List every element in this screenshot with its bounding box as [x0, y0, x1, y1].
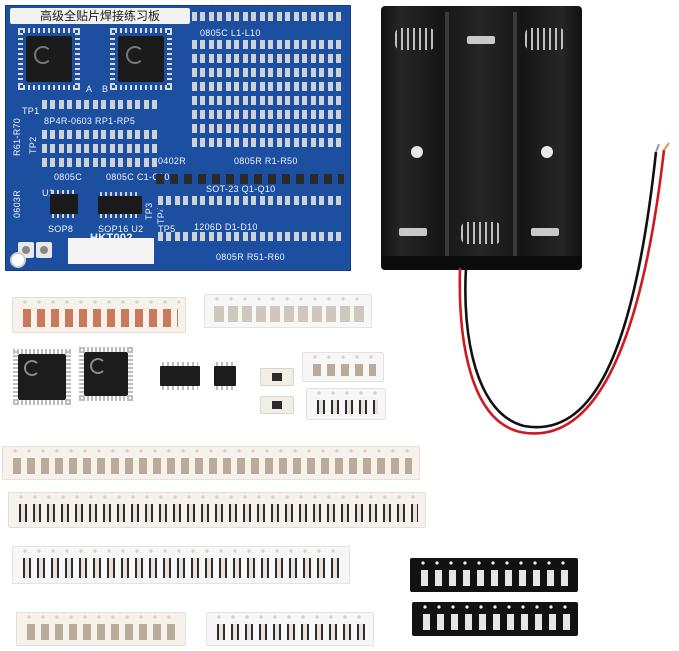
- soic-chip-sop16: [98, 192, 142, 218]
- qfp-chip-loose-2: [79, 347, 133, 401]
- wire-tip-black: [655, 143, 660, 153]
- test-point-pad-2: [36, 242, 52, 258]
- pcb-label-sop16: SOP16 U2: [98, 224, 144, 234]
- tape-0603-resistors: [12, 546, 350, 584]
- pcb-title: 高级全贴片焊接练习板: [10, 8, 190, 24]
- smd-practice-pcb: 高级全贴片焊接练习板 A B 0805C L1-L10 8P4R-0603 RP…: [5, 5, 351, 271]
- diode-row-0805r: [156, 174, 344, 184]
- pcb-label-tp2: TP2: [28, 136, 38, 154]
- pad-row-sot23: [158, 196, 344, 210]
- tape-black-1206-diodes: [410, 558, 578, 592]
- battery-spring-2: [525, 28, 565, 50]
- tape-0805-resistors-long: [8, 492, 426, 528]
- tape-0805-caps-short: [16, 612, 186, 646]
- pcb-mark-b: B: [102, 84, 109, 94]
- pad-row-rp: [42, 100, 160, 114]
- battery-screw-hole-2: [541, 146, 553, 158]
- qfp-footprint-b: [110, 28, 172, 90]
- pcb-white-block: [68, 238, 154, 264]
- pcb-mount-hole: [10, 252, 26, 268]
- pcb-label-sop8: SOP8: [48, 224, 74, 234]
- pad-row-top: [192, 12, 344, 26]
- pad-row-1206d: [158, 232, 344, 246]
- tape-0805-diodes: [12, 297, 186, 333]
- pcb-label-0805c: 0805C: [54, 172, 83, 182]
- pcb-label-rp-range: 8P4R-0603 RP1-RP5: [44, 116, 136, 126]
- pcb-model: HKT002: [90, 232, 133, 244]
- tape-black-sot23: [412, 602, 578, 636]
- battery-spring-3: [461, 222, 501, 244]
- chip-logo-icon: [24, 360, 40, 376]
- pcb-label-0402r: 0402R: [158, 156, 187, 166]
- chip-logo-icon: [90, 358, 106, 374]
- tape-0402-resistors-short: [206, 612, 374, 646]
- soic-chip-sop8: [50, 190, 78, 218]
- pad-grid-0805: [192, 40, 344, 152]
- soic16-chip-loose: [160, 362, 200, 390]
- pcb-mark-a: A: [86, 84, 93, 94]
- battery-divider-1: [445, 12, 449, 264]
- qfp-chip-a: [26, 36, 72, 82]
- pcb-label-l-range: 0805C L1-L10: [200, 28, 261, 38]
- single-resistor-2: [260, 396, 294, 414]
- battery-screw-hole-1: [411, 146, 423, 158]
- single-resistor-1: [260, 368, 294, 386]
- wire-tip-red: [663, 142, 670, 151]
- battery-holder-base: [381, 256, 582, 270]
- battery-holder-3xaa: [381, 6, 582, 270]
- pcb-label-tp5: TP5: [158, 224, 176, 234]
- tape-0805-leds: [204, 294, 372, 328]
- pcb-label-sot-range: SOT-23 Q1-Q10: [206, 184, 276, 194]
- battery-terminal-3: [531, 228, 559, 236]
- pcb-label-tp1: TP1: [22, 106, 40, 116]
- tape-0805-capacitors-long: [2, 446, 420, 480]
- pcb-label-r61-r70: R61-R70: [12, 117, 22, 156]
- battery-spring-1: [395, 28, 435, 50]
- battery-terminal-2: [399, 228, 427, 236]
- qfp-footprint-a: [18, 28, 80, 90]
- pcb-label-d-range: 1206D D1-D10: [194, 222, 258, 232]
- pad-grid-0805c: [42, 130, 160, 172]
- pcb-label-r-range-bottom: 0805R R51-R60: [216, 252, 285, 262]
- battery-terminal-1: [467, 36, 495, 44]
- pcb-label-tp3: TP3: [144, 202, 154, 220]
- tape-resistor-short: [306, 388, 386, 420]
- qfp-chip-loose-1: [13, 349, 71, 405]
- pcb-label-c-range: 0805C C1-C10: [106, 172, 170, 182]
- pcb-label-0603r: 0603R: [12, 189, 22, 218]
- pcb-label-u1: U1: [42, 188, 55, 198]
- pcb-label-r-range-top: 0805R R1-R50: [234, 156, 298, 166]
- battery-divider-2: [513, 12, 517, 264]
- soic8-chip-loose: [214, 362, 236, 390]
- qfp-chip-b: [118, 36, 164, 82]
- tape-sot23-short: [302, 352, 384, 382]
